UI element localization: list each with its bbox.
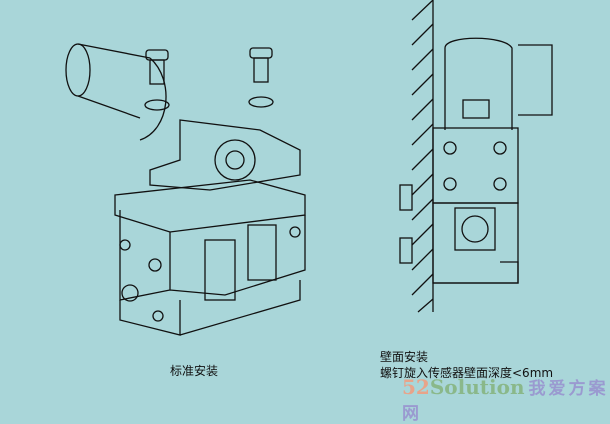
bracket [444, 37, 553, 130]
wall-mount-caption: 壁面安装 [380, 350, 429, 364]
wall-hatch [411, 0, 434, 313]
standard-mount-drawing [65, 43, 306, 336]
standard-mount-caption: 标准安装 [170, 364, 219, 378]
bearing-block [149, 119, 301, 191]
sensor-plate [399, 127, 519, 284]
sensor-body [114, 179, 306, 336]
pipe [65, 43, 167, 141]
watermark-brand: Solution [429, 375, 525, 399]
wall-mount-note: 螺钉旋入传感器壁面深度<6mm [380, 366, 554, 380]
wall-mount-drawing [399, 0, 553, 313]
screw-left [144, 49, 170, 111]
watermark-number: 52 [402, 375, 430, 399]
screw-right [248, 47, 274, 108]
